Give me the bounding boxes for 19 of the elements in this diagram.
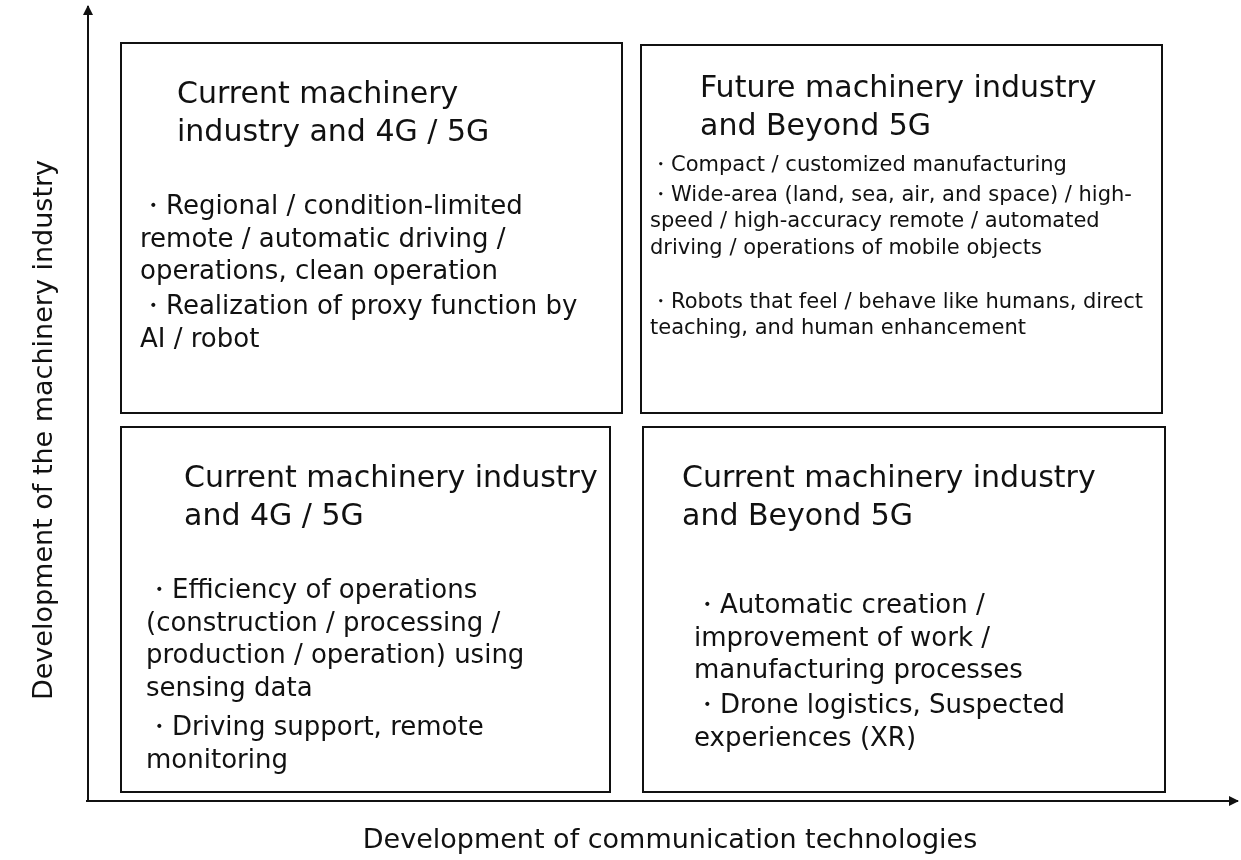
quadrant-box: [120, 42, 623, 414]
quadrant-heading: Current machinery industry and 4G / 5G: [184, 458, 599, 533]
bullet-text: ・Automatic creation / improvement of work / manufacturing processes: [694, 588, 1024, 686]
bullet-text: ・Realization of proxy function by AI / robot: [140, 289, 579, 354]
quadrant-heading: Future machinery industry and Beyond 5G: [700, 68, 1098, 143]
axis-title: Development of communication technologies: [362, 822, 978, 854]
bullet-text: ・Efficiency of operations (construction / processing / production / operation) using sensing data: [146, 573, 526, 703]
axis-title: Development of the machinery industry: [26, 159, 58, 701]
bullet-text: ・Compact / customized manufacturing: [650, 151, 1068, 178]
quadrant-heading: Current machinery industry and 4G / 5G: [177, 74, 491, 149]
bullet-text: ・Wide-area (land, sea, air, and space) / high-speed / high-accuracy remote / automated driving / operations of mobile objects: [650, 181, 1133, 260]
quadrant-box: [120, 426, 611, 793]
bullet-text: ・Robots that feel / behave like humans, direct teaching, and human enhancement: [650, 288, 1145, 341]
bullet-text: ・Driving support, remote monitoring: [146, 710, 485, 775]
quadrant-box: [642, 426, 1166, 793]
quadrant-heading: Current machinery industry and Beyond 5G: [682, 458, 1097, 533]
bullet-text: ・Drone logistics, Suspected experiences (XR): [694, 688, 1066, 753]
quadrant-box: [640, 44, 1163, 414]
bullet-text: ・Regional / condition-limited remote / automatic driving / operations, clean operation: [140, 189, 524, 287]
